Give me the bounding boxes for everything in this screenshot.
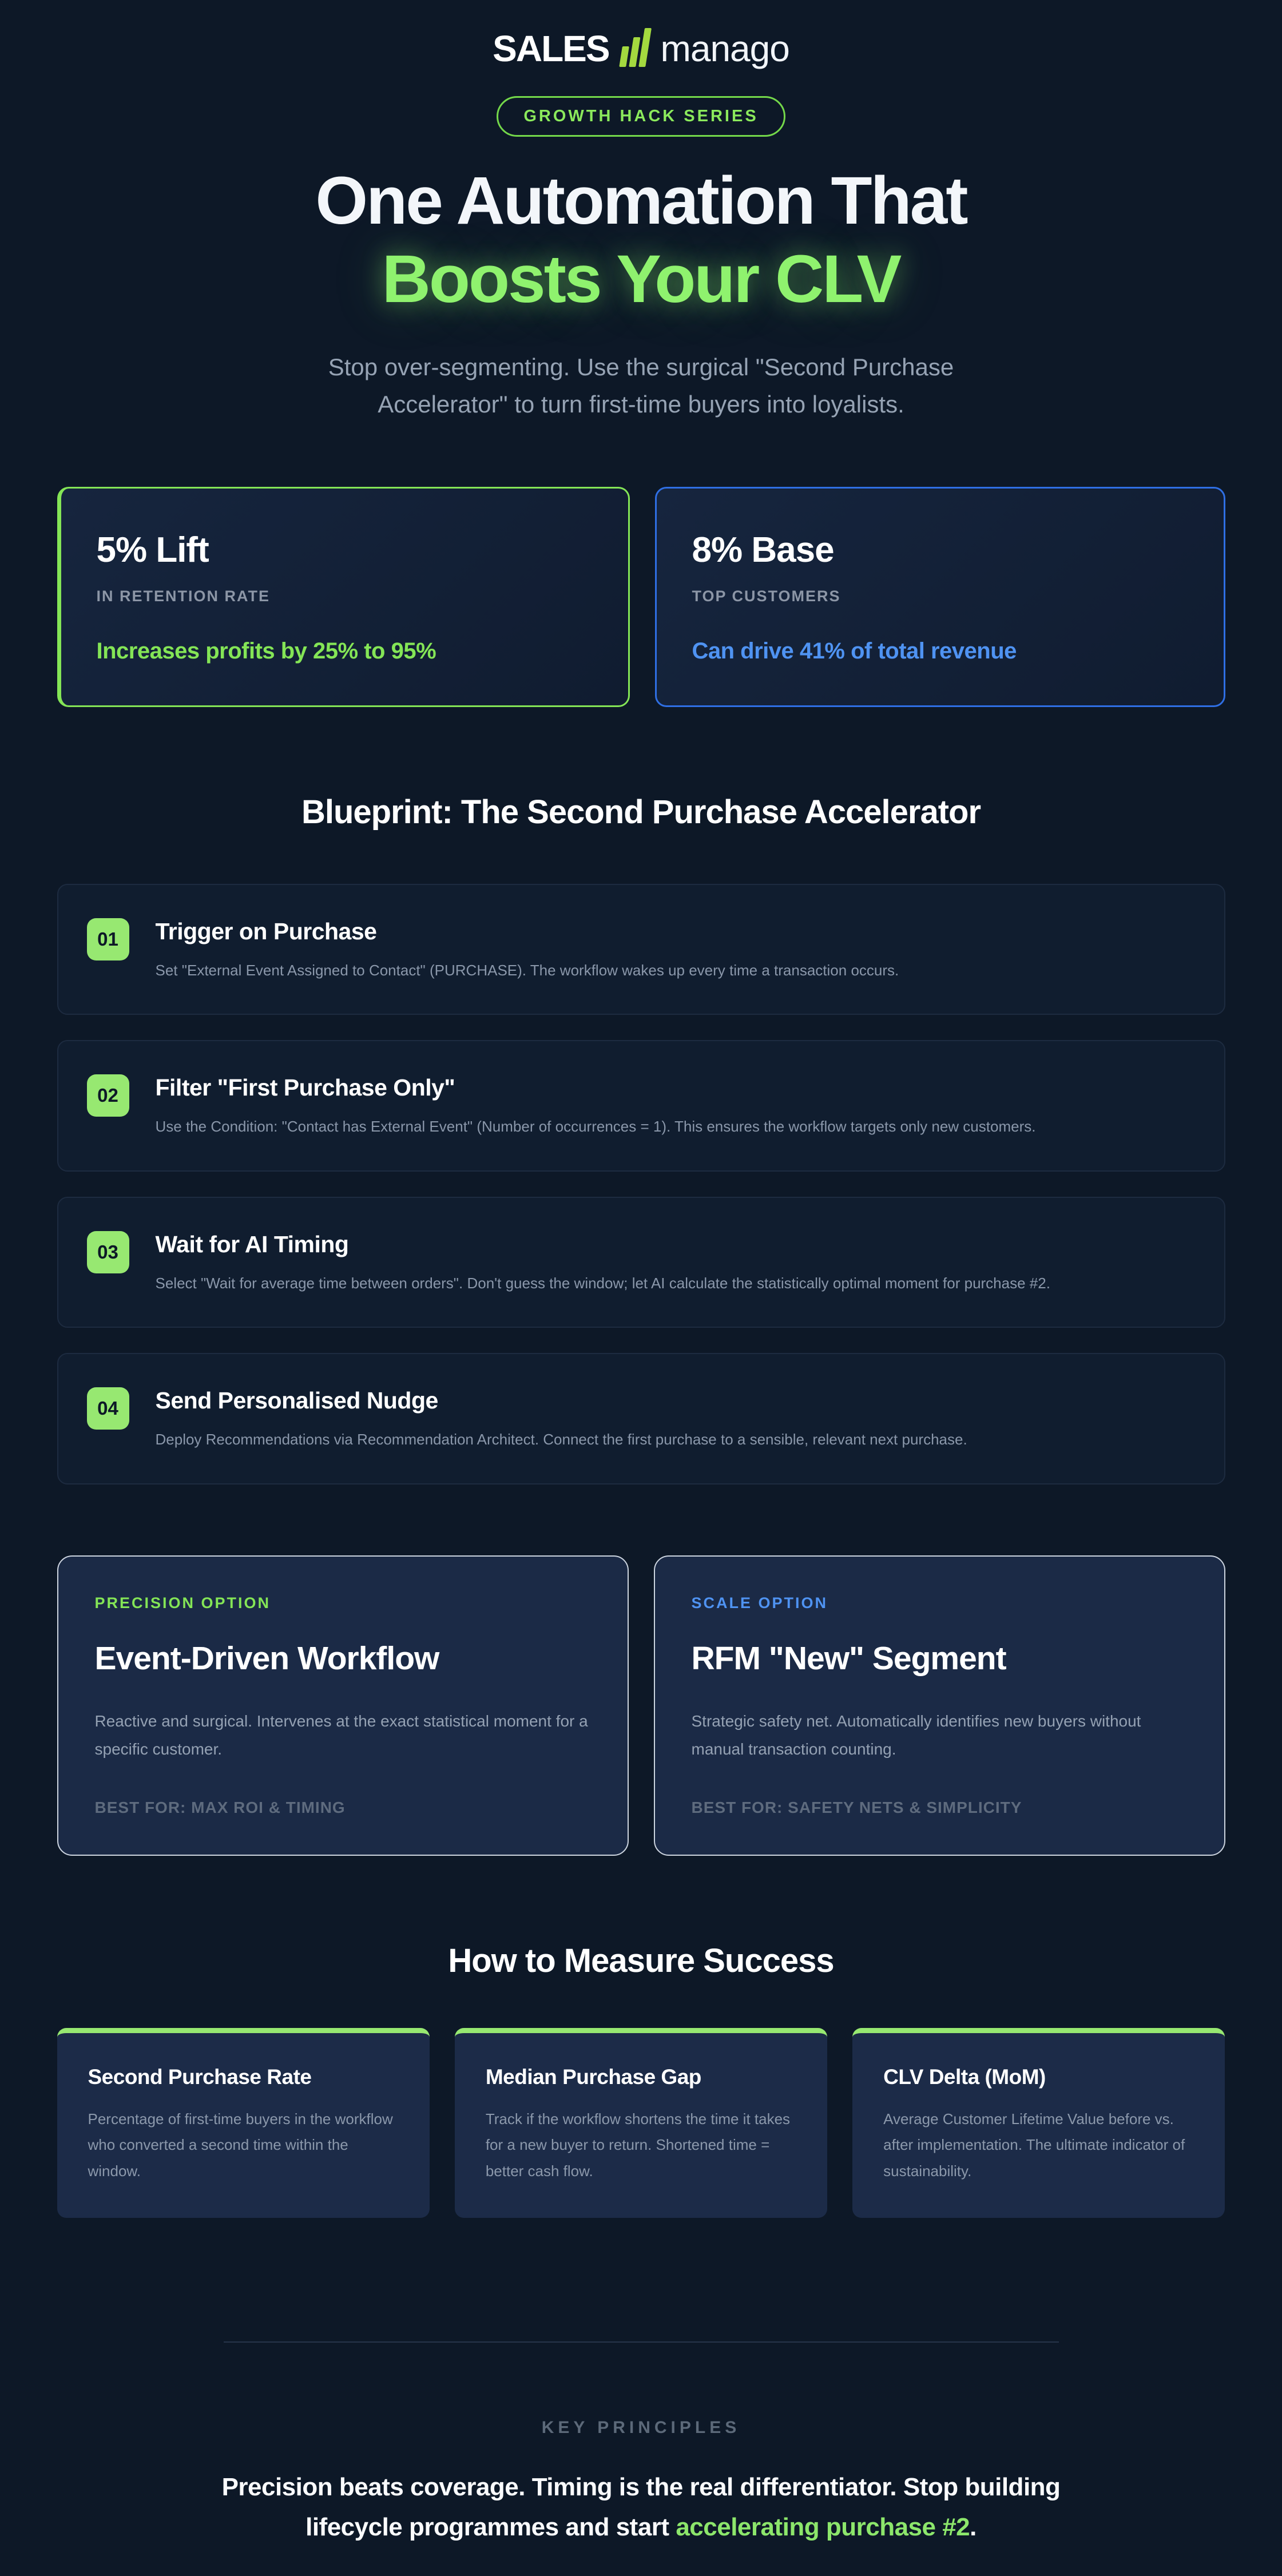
blueprint-heading: Blueprint: The Second Purchase Accelerat… — [301, 793, 981, 831]
option-best-for: BEST FOR: MAX ROI & TIMING — [94, 1798, 346, 1816]
option-title: Event-Driven Workflow — [94, 1640, 440, 1677]
stats-row: 5% Lift IN RETENTION RATE Increases prof… — [57, 486, 1225, 707]
step-card-4: 04 Send Personalised Nudge Deploy Recomm… — [57, 1353, 1225, 1485]
bar-chart-icon — [617, 27, 653, 70]
stat-card-retention: 5% Lift IN RETENTION RATE Increases prof… — [57, 486, 630, 707]
logo-sales-text: SALES — [493, 28, 610, 69]
stat-highlight: Can drive 41% of total revenue — [692, 638, 1017, 664]
key-principles-statement: Precision beats coverage. Timing is the … — [189, 2467, 1093, 2548]
metric-description: Average Customer Lifetime Value before v… — [883, 2110, 1185, 2180]
step-body: Wait for AI Timing Select "Wait for aver… — [156, 1231, 1050, 1293]
stat-highlight: Increases profits by 25% to 95% — [96, 638, 436, 664]
metric-card-clv-delta: CLV Delta (MoM) Average Customer Lifetim… — [852, 2027, 1225, 2218]
metric-title: Median Purchase Gap — [485, 2065, 702, 2089]
metric-title: CLV Delta (MoM) — [883, 2065, 1046, 2089]
step-description: Select "Wait for average time between or… — [155, 1274, 1050, 1292]
page-title: One Automation That Boosts Your CLV — [57, 162, 1225, 319]
page: SALES manago GROWTH HACK SERIES One Auto… — [57, 27, 1225, 2547]
statement-end: . — [970, 2513, 977, 2541]
step-title: Wait for AI Timing — [155, 1231, 349, 1257]
title-line-1: One Automation That — [315, 163, 968, 239]
metric-description: Percentage of first-time buyers in the w… — [88, 2110, 393, 2180]
metrics-row: Second Purchase Rate Percentage of first… — [57, 2027, 1225, 2218]
metric-card-median-purchase-gap: Median Purchase Gap Track if the workflo… — [454, 2027, 828, 2218]
step-number-badge: 03 — [86, 1231, 129, 1273]
title-line-2: Boosts Your CLV — [382, 241, 902, 317]
step-description: Use the Condition: "Contact has External… — [155, 1118, 1036, 1136]
option-title: RFM "New" Segment — [691, 1640, 1007, 1677]
option-best-for: BEST FOR: SAFETY NETS & SIMPLICITY — [691, 1798, 1022, 1816]
step-title: Trigger on Purchase — [155, 918, 377, 944]
option-description: Strategic safety net. Automatically iden… — [691, 1712, 1141, 1758]
step-number-badge: 01 — [86, 918, 129, 960]
divider — [223, 2341, 1059, 2343]
step-card-1: 01 Trigger on Purchase Set "External Eve… — [57, 883, 1225, 1015]
option-label: SCALE OPTION — [691, 1594, 828, 1612]
step-description: Deploy Recommendations via Recommendatio… — [155, 1431, 967, 1448]
step-body: Filter "First Purchase Only" Use the Con… — [156, 1074, 1036, 1137]
key-principles-label: KEY PRINCIPLES — [541, 2418, 741, 2437]
step-description: Set "External Event Assigned to Contact"… — [155, 961, 899, 979]
option-card-precision: PRECISION OPTION Event-Driven Workflow R… — [57, 1555, 629, 1856]
growth-hack-series-badge: GROWTH HACK SERIES — [497, 96, 785, 137]
step-title: Filter "First Purchase Only" — [155, 1074, 455, 1101]
metric-description: Track if the workflow shortens the time … — [485, 2110, 791, 2180]
options-row: PRECISION OPTION Event-Driven Workflow R… — [57, 1555, 1225, 1856]
stat-value: 5% Lift — [96, 530, 209, 570]
option-label: PRECISION OPTION — [94, 1594, 271, 1612]
step-number-badge: 04 — [86, 1387, 129, 1430]
statement-highlight: accelerating purchase #2 — [676, 2513, 970, 2541]
step-card-2: 02 Filter "First Purchase Only" Use the … — [57, 1040, 1225, 1172]
option-description: Reactive and surgical. Intervenes at the… — [94, 1712, 588, 1758]
logo-manago-text: manago — [660, 28, 790, 69]
step-number-badge: 02 — [86, 1074, 129, 1117]
stat-card-top-customers: 8% Base TOP CUSTOMERS Can drive 41% of t… — [654, 486, 1225, 707]
stat-label: TOP CUSTOMERS — [692, 587, 841, 605]
metric-title: Second Purchase Rate — [88, 2065, 312, 2089]
blueprint-steps: 01 Trigger on Purchase Set "External Eve… — [57, 883, 1225, 1485]
stat-value: 8% Base — [692, 530, 835, 570]
step-title: Send Personalised Nudge — [155, 1387, 439, 1414]
step-body: Send Personalised Nudge Deploy Recommend… — [156, 1387, 967, 1450]
hero-subtitle: Stop over-segmenting. Use the surgical "… — [328, 353, 954, 418]
stat-label: IN RETENTION RATE — [96, 587, 270, 605]
step-card-3: 03 Wait for AI Timing Select "Wait for a… — [57, 1196, 1225, 1328]
option-card-scale: SCALE OPTION RFM "New" Segment Strategic… — [653, 1555, 1225, 1856]
logo: SALES manago — [57, 27, 1225, 70]
step-body: Trigger on Purchase Set "External Event … — [156, 918, 899, 981]
metric-card-second-purchase-rate: Second Purchase Rate Percentage of first… — [57, 2027, 430, 2218]
measure-heading: How to Measure Success — [448, 1942, 834, 1979]
